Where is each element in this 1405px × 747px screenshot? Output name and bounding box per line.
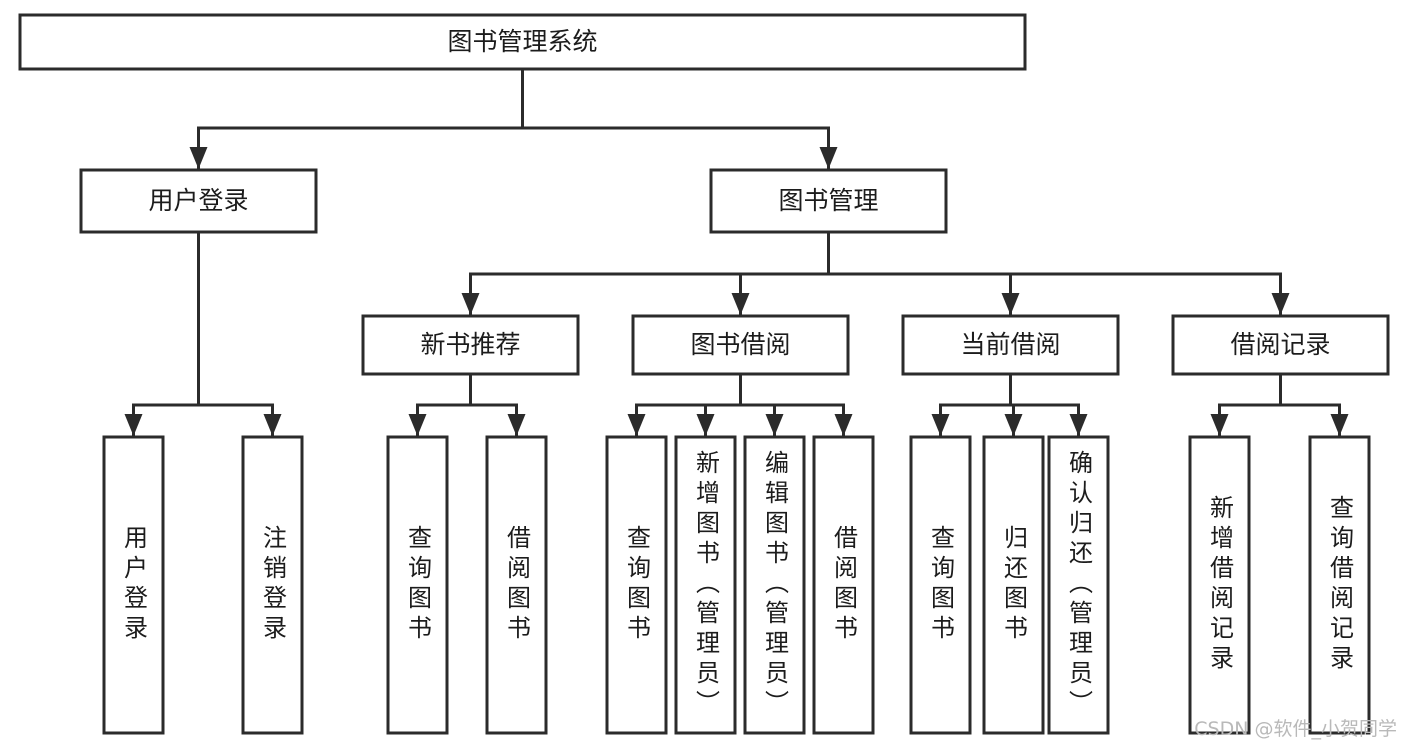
node-borrow-record-box[interactable] [1171,314,1390,376]
node-user-login-label: 用户登录 [148,186,248,215]
connector-layer [124,67,1349,438]
node-book-borrow[interactable]: 图书借阅 [631,314,850,376]
leaf-leaf-borrow-book-brw-box[interactable] [812,435,875,735]
root-to-level1-arrow-1 [819,147,838,169]
watermark-text: CSDN @软件_小贺同学 [1194,718,1397,740]
node-current-borrow[interactable]: 当前借阅 [901,314,1120,376]
leaf-leaf-confirm-return-box[interactable] [1047,435,1110,735]
bookmanage-to-level2-arrow-3 [1271,293,1290,315]
leaf-leaf-edit-book[interactable] [743,435,806,735]
node-borrow-record[interactable]: 借阅记录 [1171,314,1390,376]
userlogin-to-leaves-arrow-1 [263,414,282,436]
new-book-recommend-to-leaves-arrow-0 [408,414,427,436]
borrow-record-to-leaves-arrow-1 [1330,414,1349,436]
node-user-login[interactable]: 用户登录 [79,168,318,234]
userlogin-to-leaves-arrow-0 [124,414,143,436]
leaf-leaf-user-login[interactable] [102,435,165,735]
leaf-leaf-add-borrow-record-box[interactable] [1188,435,1251,735]
leaf-leaf-query-book-cur-box[interactable] [909,435,972,735]
leaf-leaf-query-book-cur[interactable] [909,435,972,735]
leaf-leaf-query-borrow-record-box[interactable] [1308,435,1371,735]
node-new-book-recommend[interactable]: 新书推荐 [361,314,580,376]
leaf-leaf-return-book[interactable] [982,435,1045,735]
node-book-manage-box[interactable] [709,168,948,234]
book-borrow-to-leaves-arrow-2 [765,414,784,436]
leaf-leaf-add-book-box[interactable] [674,435,737,735]
leaf-leaf-add-book[interactable] [674,435,737,735]
leaf-leaf-borrow-book-rec-box[interactable] [485,435,548,735]
leaf-leaf-user-logout-box[interactable] [241,435,304,735]
current-borrow-to-leaves-arrow-1 [1004,414,1023,436]
leaf-leaf-query-book-rec[interactable] [386,435,449,735]
new-book-recommend-to-leaves-arrow-1 [507,414,526,436]
node-user-login-box[interactable] [79,168,318,234]
node-new-book-recommend-label: 新书推荐 [420,330,520,359]
bookmanage-to-level2-arrow-1 [731,293,750,315]
current-borrow-to-leaves-arrow-2 [1069,414,1088,436]
book-borrow-to-leaves-arrow-0 [627,414,646,436]
node-current-borrow-box[interactable] [901,314,1120,376]
leaf-leaf-user-logout[interactable] [241,435,304,735]
leaf-leaf-add-borrow-record[interactable] [1188,435,1251,735]
leaf-leaf-confirm-return[interactable] [1047,435,1110,735]
leaf-leaf-query-borrow-record[interactable] [1308,435,1371,735]
book-borrow-to-leaves-arrow-3 [834,414,853,436]
node-book-manage[interactable]: 图书管理 [709,168,948,234]
leaf-leaf-edit-book-box[interactable] [743,435,806,735]
leaf-leaf-borrow-book-rec[interactable] [485,435,548,735]
borrow-record-to-leaves-arrow-0 [1210,414,1229,436]
node-root-box[interactable] [18,13,1027,71]
leaf-leaf-query-book-brw[interactable] [605,435,668,735]
leaf-leaf-return-book-box[interactable] [982,435,1045,735]
leaf-leaf-user-login-box[interactable] [102,435,165,735]
node-root-label: 图书管理系统 [447,27,597,56]
node-borrow-record-label: 借阅记录 [1230,330,1330,359]
node-new-book-recommend-box[interactable] [361,314,580,376]
leaf-leaf-borrow-book-brw[interactable] [812,435,875,735]
book-borrow-to-leaves-arrow-1 [696,414,715,436]
current-borrow-to-leaves-arrow-0 [931,414,950,436]
bookmanage-to-level2-arrow-2 [1001,293,1020,315]
node-root[interactable]: 图书管理系统 [18,13,1027,71]
root-to-level1-arrow-0 [189,147,208,169]
bookmanage-to-level2-arrow-0 [461,293,480,315]
node-book-borrow-box[interactable] [631,314,850,376]
leaf-leaf-query-book-rec-box[interactable] [386,435,449,735]
node-current-borrow-label: 当前借阅 [960,330,1060,359]
leaf-leaf-query-book-brw-box[interactable] [605,435,668,735]
node-book-borrow-label: 图书借阅 [690,330,790,359]
node-book-manage-label: 图书管理 [778,186,878,215]
